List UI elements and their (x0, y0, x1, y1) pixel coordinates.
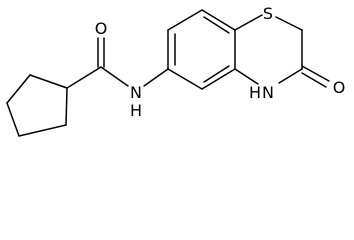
bond (234, 14, 263, 31)
bond (167, 9, 203, 31)
bond (201, 68, 236, 90)
bond (167, 68, 203, 90)
amide-oxygen-label: O (95, 19, 108, 38)
bond (234, 68, 259, 85)
bond (100, 66, 129, 87)
benzene-ring (167, 9, 236, 90)
bond (6, 74, 31, 104)
amide-hydrogen-label: H (130, 101, 142, 120)
bond (275, 16, 303, 31)
structure-diagram: O N H S H N O (6, 4, 346, 137)
bond (6, 102, 20, 137)
bond (203, 65, 230, 83)
bond (18, 124, 67, 137)
bond (66, 66, 102, 89)
bond (301, 72, 327, 88)
lactam-oxygen-label: O (333, 78, 346, 97)
bond (278, 68, 303, 84)
thiazine-ring (234, 14, 330, 88)
bond (201, 9, 236, 31)
bond (301, 65, 330, 82)
molecule-svg: O N H S H N O (6, 4, 346, 137)
sulfur-label: S (263, 4, 273, 23)
bond (143, 68, 169, 87)
amide-group (66, 37, 169, 89)
ring-hydrogen-label: H (249, 83, 261, 102)
amide-nitrogen-label: N (130, 83, 142, 102)
ring-nitrogen-label: N (262, 83, 274, 102)
bond (65, 87, 68, 126)
bond (203, 16, 230, 34)
cyclopentane-ring (6, 74, 68, 137)
bond (29, 74, 68, 89)
